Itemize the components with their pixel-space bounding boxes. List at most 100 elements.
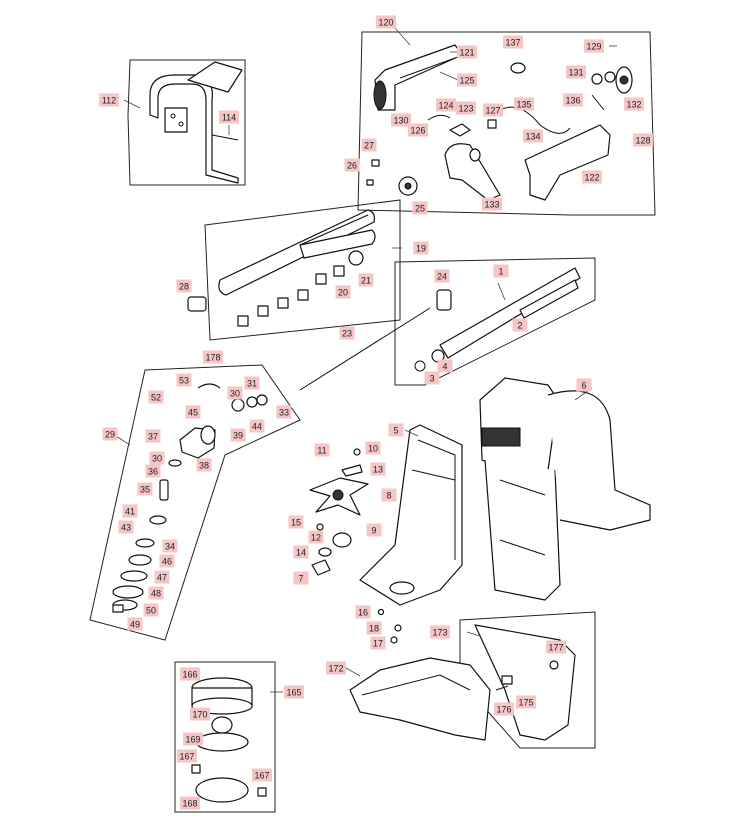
part-label: 175: [516, 695, 536, 709]
part-label: 6: [576, 378, 592, 392]
part-label-box: [412, 201, 428, 215]
part-number: 9: [371, 526, 376, 536]
part-number: 168: [182, 799, 197, 809]
part-number: 167: [179, 752, 194, 762]
part-label: 11: [314, 443, 330, 457]
part-label-box: [180, 667, 200, 681]
part-label: 176: [494, 702, 514, 716]
part-number: 133: [484, 200, 499, 210]
part-label-box: [576, 378, 592, 392]
part-label: 167: [252, 768, 272, 782]
part-label-box: [176, 373, 192, 387]
part-label-box: [176, 279, 192, 293]
part-label-box: [434, 269, 450, 283]
part-number: 1: [498, 267, 503, 277]
part-label: 122: [582, 170, 602, 184]
backpack-harness-drawing: [479, 377, 651, 601]
part-number: 37: [148, 432, 158, 442]
group-outline-shaft-tubes: [204, 199, 401, 341]
part-label-box: [624, 97, 644, 111]
part-label-box: [335, 285, 351, 299]
part-number: 31: [247, 379, 257, 389]
part-number: 21: [361, 276, 371, 286]
part-label: 36: [145, 464, 161, 478]
part-label-box: [118, 520, 134, 534]
part-number: 18: [369, 624, 379, 634]
part-number: 123: [458, 104, 473, 114]
part-label-box: [516, 695, 536, 709]
part-label: 9: [366, 523, 382, 537]
part-label-box: [293, 545, 309, 559]
part-label-box: [203, 350, 223, 364]
part-label: 129: [584, 39, 604, 53]
blade-and-hardware-drawing: [309, 448, 369, 576]
part-label: 177: [546, 640, 566, 654]
part-number: 134: [525, 132, 540, 142]
part-label: 1: [493, 264, 509, 278]
part-label-box: [219, 110, 239, 124]
part-number: 114: [222, 113, 236, 123]
part-label: 26: [344, 158, 360, 172]
part-label-box: [227, 386, 243, 400]
part-label: 7: [293, 571, 309, 585]
part-label: 169: [183, 732, 203, 746]
part-label-box: [366, 621, 382, 635]
part-number: 43: [121, 523, 131, 533]
part-number: 35: [140, 485, 150, 495]
part-label-box: [355, 605, 371, 619]
part-label: 10: [365, 441, 381, 455]
part-number: 36: [148, 467, 158, 477]
part-label-box: [370, 636, 386, 650]
part-number: 124: [438, 101, 453, 111]
part-label: 125: [457, 73, 477, 87]
part-label-box: [566, 65, 586, 79]
part-label-box: [159, 554, 175, 568]
part-label: 37: [145, 429, 161, 443]
part-label: 39: [230, 428, 246, 442]
part-label: 17: [370, 636, 386, 650]
part-label: 167: [177, 749, 197, 763]
part-label-box: [339, 326, 355, 340]
part-label-box: [149, 451, 165, 465]
part-label: 2: [512, 318, 528, 332]
part-label: 8: [381, 488, 397, 502]
part-label: 44: [249, 419, 265, 433]
part-label: 123: [456, 101, 476, 115]
part-number: 30: [152, 454, 162, 464]
part-label-box: [180, 796, 200, 810]
part-label-box: [127, 617, 143, 631]
part-number: 10: [368, 444, 378, 454]
part-label-box: [376, 15, 396, 29]
part-number: 34: [165, 542, 175, 552]
top-handle-drawing: [366, 44, 633, 201]
part-label-box: [503, 35, 523, 49]
part-label-box: [162, 539, 178, 553]
part-label-box: [370, 462, 386, 476]
part-label-box: [584, 39, 604, 53]
part-number: 136: [565, 96, 580, 106]
part-number: 173: [432, 628, 447, 638]
part-number: 176: [496, 705, 511, 715]
part-label: 121: [457, 45, 477, 59]
part-label-box: [293, 571, 309, 585]
part-number: 44: [252, 422, 262, 432]
part-label: 114: [219, 110, 239, 124]
group-outline-top-handle: [357, 31, 656, 216]
part-label-box: [230, 428, 246, 442]
part-label: 24: [434, 269, 450, 283]
part-number: 13: [373, 465, 383, 475]
part-number: 25: [415, 204, 425, 214]
part-label-box: [326, 661, 346, 675]
part-label: 45: [185, 405, 201, 419]
part-label: 52: [148, 390, 164, 404]
part-label-box: [361, 138, 377, 152]
part-number: 23: [342, 329, 352, 339]
part-label-box: [190, 707, 210, 721]
part-label-box: [456, 101, 476, 115]
part-label-box: [457, 45, 477, 59]
part-number: 178: [205, 353, 220, 363]
part-label: 18: [366, 621, 382, 635]
part-label-box: [249, 419, 265, 433]
shaft-tubes-drawing: [187, 209, 376, 327]
